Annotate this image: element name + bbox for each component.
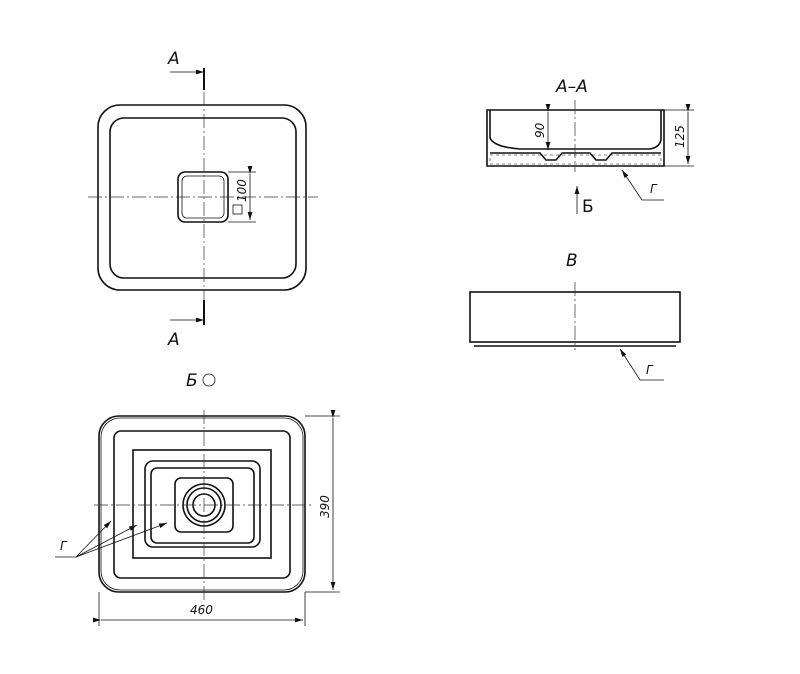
leader-label: Г xyxy=(650,182,658,196)
height-dimension: 125 xyxy=(673,125,687,148)
width-dimension-460: 460 xyxy=(190,603,213,617)
drain-dimension: 100 xyxy=(235,179,249,202)
side-view-title: В xyxy=(566,251,578,271)
top-view: А А 100 xyxy=(88,49,318,350)
depth-dimension-390: 390 xyxy=(318,495,332,518)
bottom-view: Б 390 460 Г xyxy=(55,371,340,626)
side-view: В Г xyxy=(469,251,681,381)
bottom-view-title: Б xyxy=(186,371,198,391)
bottom-leader-label: Г xyxy=(60,539,68,553)
rotate-icon xyxy=(202,373,216,387)
section-label-bottom: А xyxy=(167,330,180,350)
view-arrow-label: Б xyxy=(582,197,594,217)
section-title: А–А xyxy=(555,77,588,97)
section-label-top: А xyxy=(167,49,180,69)
section-view: А–А 90 125 Г Б xyxy=(486,77,694,217)
side-leader-label: Г xyxy=(646,363,654,377)
depth-dimension: 90 xyxy=(533,122,547,138)
